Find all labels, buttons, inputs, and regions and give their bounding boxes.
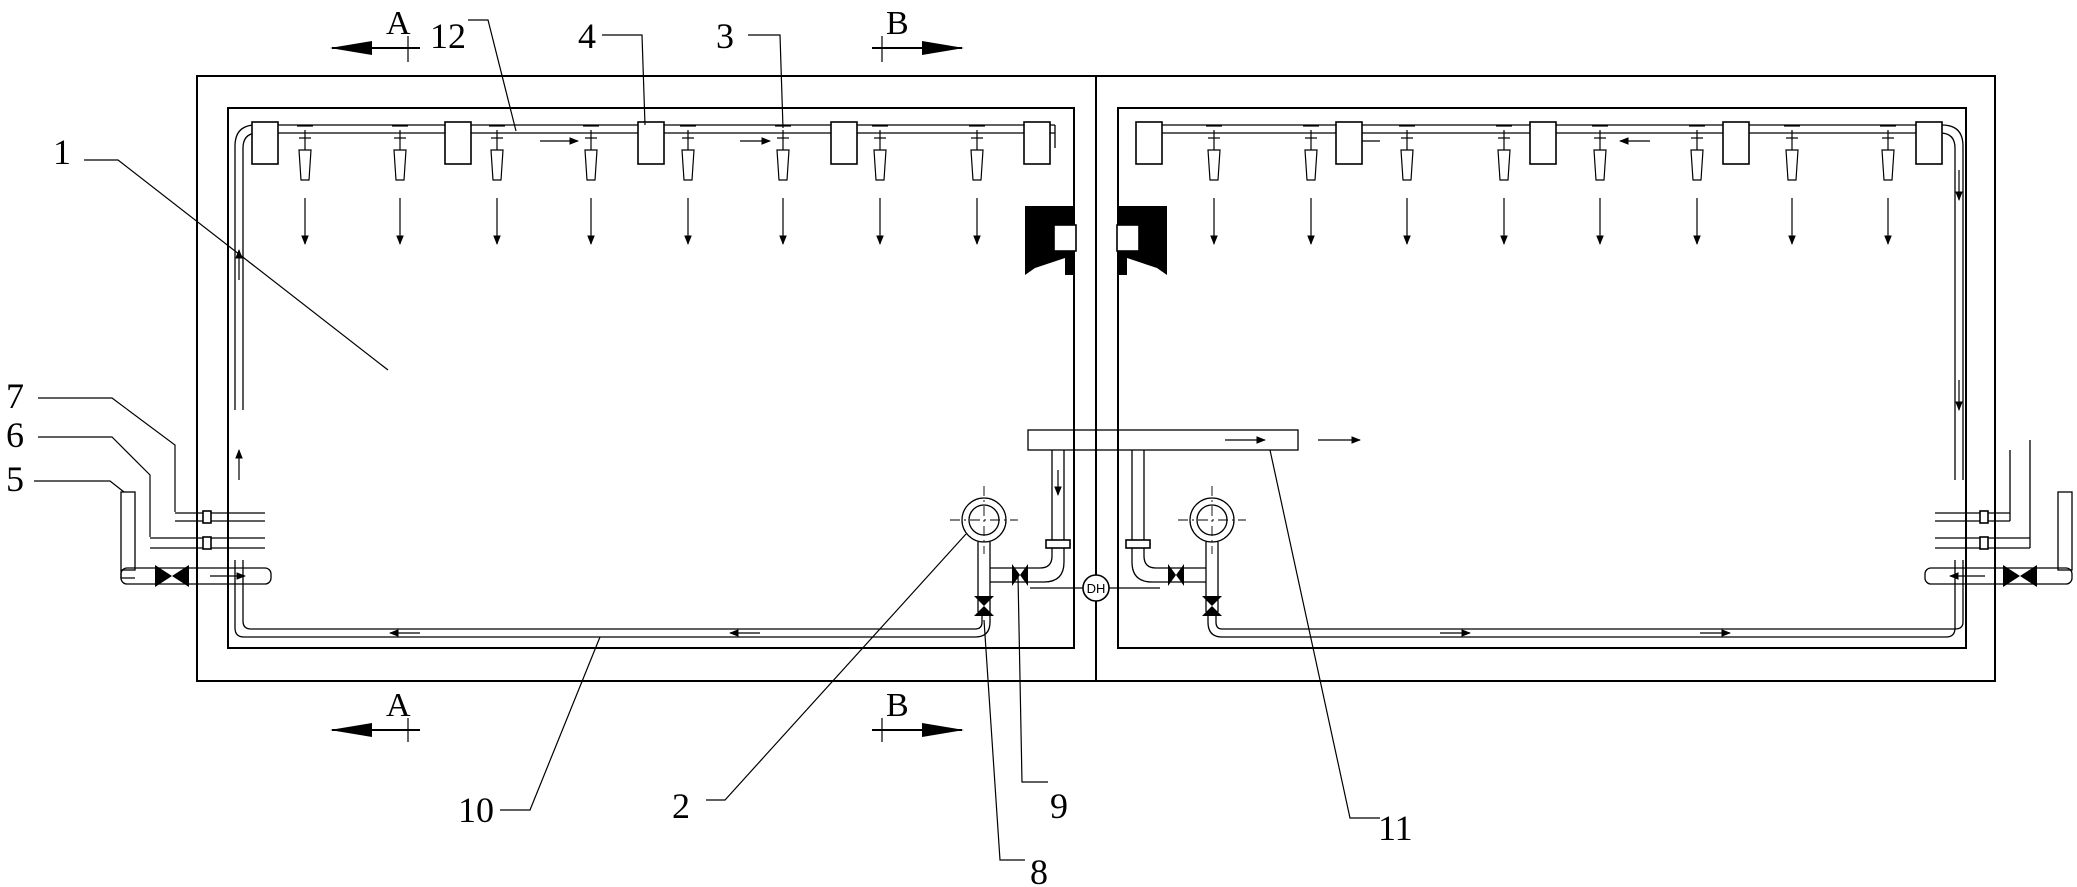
middle-gate-left (1025, 206, 1077, 275)
inlet-pipe-7 (175, 510, 265, 524)
discharge-pipe-left (990, 450, 1071, 586)
svg-text:12: 12 (430, 16, 466, 56)
pump-right (1178, 486, 1246, 616)
bottom-pipe-right (1207, 560, 1964, 638)
label-9: 9 (1017, 575, 1068, 826)
label-2: 2 (672, 533, 967, 826)
section-a-bottom-label: A (386, 687, 411, 724)
label-10: 10 (458, 636, 601, 830)
bottom-pipe-left (234, 560, 991, 638)
dh-instrument: DH (1030, 574, 1160, 602)
inlet-pipe-6 (150, 536, 265, 550)
svg-text:7: 7 (6, 376, 24, 416)
label-3: 3 (716, 16, 784, 129)
label-12: 12 (430, 16, 517, 132)
svg-text:9: 9 (1050, 786, 1068, 826)
svg-text:10: 10 (458, 790, 494, 830)
top-pipe-right (1139, 124, 1964, 480)
discharge-pipe-right (1125, 450, 1206, 586)
label-5: 5 (6, 459, 125, 499)
label-11: 11 (1269, 449, 1413, 848)
pipe-supports-right (1135, 121, 1943, 165)
svg-text:2: 2 (672, 786, 690, 826)
svg-text:11: 11 (1378, 808, 1413, 848)
label-4: 4 (578, 16, 646, 126)
svg-text:5: 5 (6, 459, 24, 499)
nozzles-left (297, 125, 985, 245)
nozzles-right (1206, 125, 1896, 245)
header-pipe (1027, 429, 1361, 451)
svg-text:1: 1 (53, 132, 71, 172)
section-a-bottom: A (330, 687, 420, 742)
inlet-pipe-5 (120, 491, 272, 587)
pump-left (950, 486, 1018, 616)
svg-text:6: 6 (6, 415, 24, 455)
pipe-supports-left (251, 121, 1051, 165)
section-b-bottom: B (872, 687, 964, 742)
svg-text:3: 3 (716, 16, 734, 56)
label-6: 6 (6, 415, 151, 537)
label-8: 8 (983, 619, 1048, 887)
label-1: 1 (53, 132, 389, 371)
inlet-pipes-right (1924, 440, 2073, 587)
section-b-top: B (872, 5, 964, 62)
section-a-top: A (330, 5, 420, 62)
section-b-top-label: B (886, 5, 909, 42)
dh-tag: DH (1087, 581, 1106, 596)
label-7: 7 (6, 376, 176, 512)
middle-gate-right (1116, 206, 1167, 275)
svg-text:4: 4 (578, 16, 596, 56)
section-a-top-label: A (386, 5, 411, 42)
section-b-bottom-label: B (886, 687, 909, 724)
top-pipe-left (234, 124, 1056, 410)
svg-text:8: 8 (1030, 852, 1048, 887)
